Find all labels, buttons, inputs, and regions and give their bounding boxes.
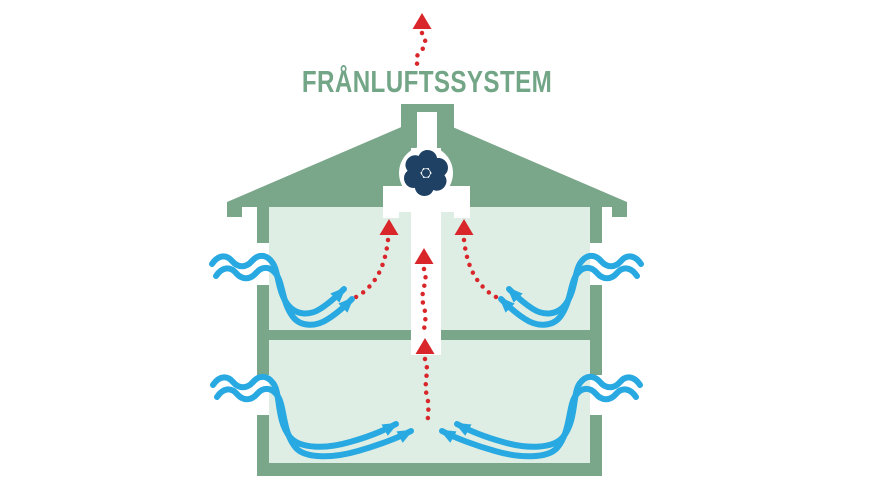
exhaust-arrow-chimney-top: [412, 13, 432, 69]
exhaust-arrow-ceiling-right: [454, 219, 499, 300]
diagram-title: FRÅNLUFTSSYSTEM: [301, 64, 553, 99]
supply-arrow-upper-right: [498, 252, 644, 328]
house-walls: [257, 207, 602, 463]
exhaust-arrow-duct-upper: [414, 248, 434, 332]
ceiling-vent-right: [454, 186, 470, 218]
exhaust-airflow-arrows: [353, 13, 499, 428]
supply-arrow-lower-right: [439, 373, 643, 460]
supply-arrow-upper-left: [209, 252, 355, 328]
exhaust-arrow-duct-lower: [415, 338, 435, 428]
chimney-duct: [417, 112, 437, 152]
house-foundation: [257, 463, 602, 476]
supply-arrow-lower-left: [210, 373, 414, 460]
ceiling-vent-left: [383, 186, 399, 218]
supply-airflow-arrows: [209, 252, 644, 460]
exhaust-fan-icon: [404, 150, 448, 196]
exhaust-arrow-ceiling-left: [353, 219, 399, 300]
